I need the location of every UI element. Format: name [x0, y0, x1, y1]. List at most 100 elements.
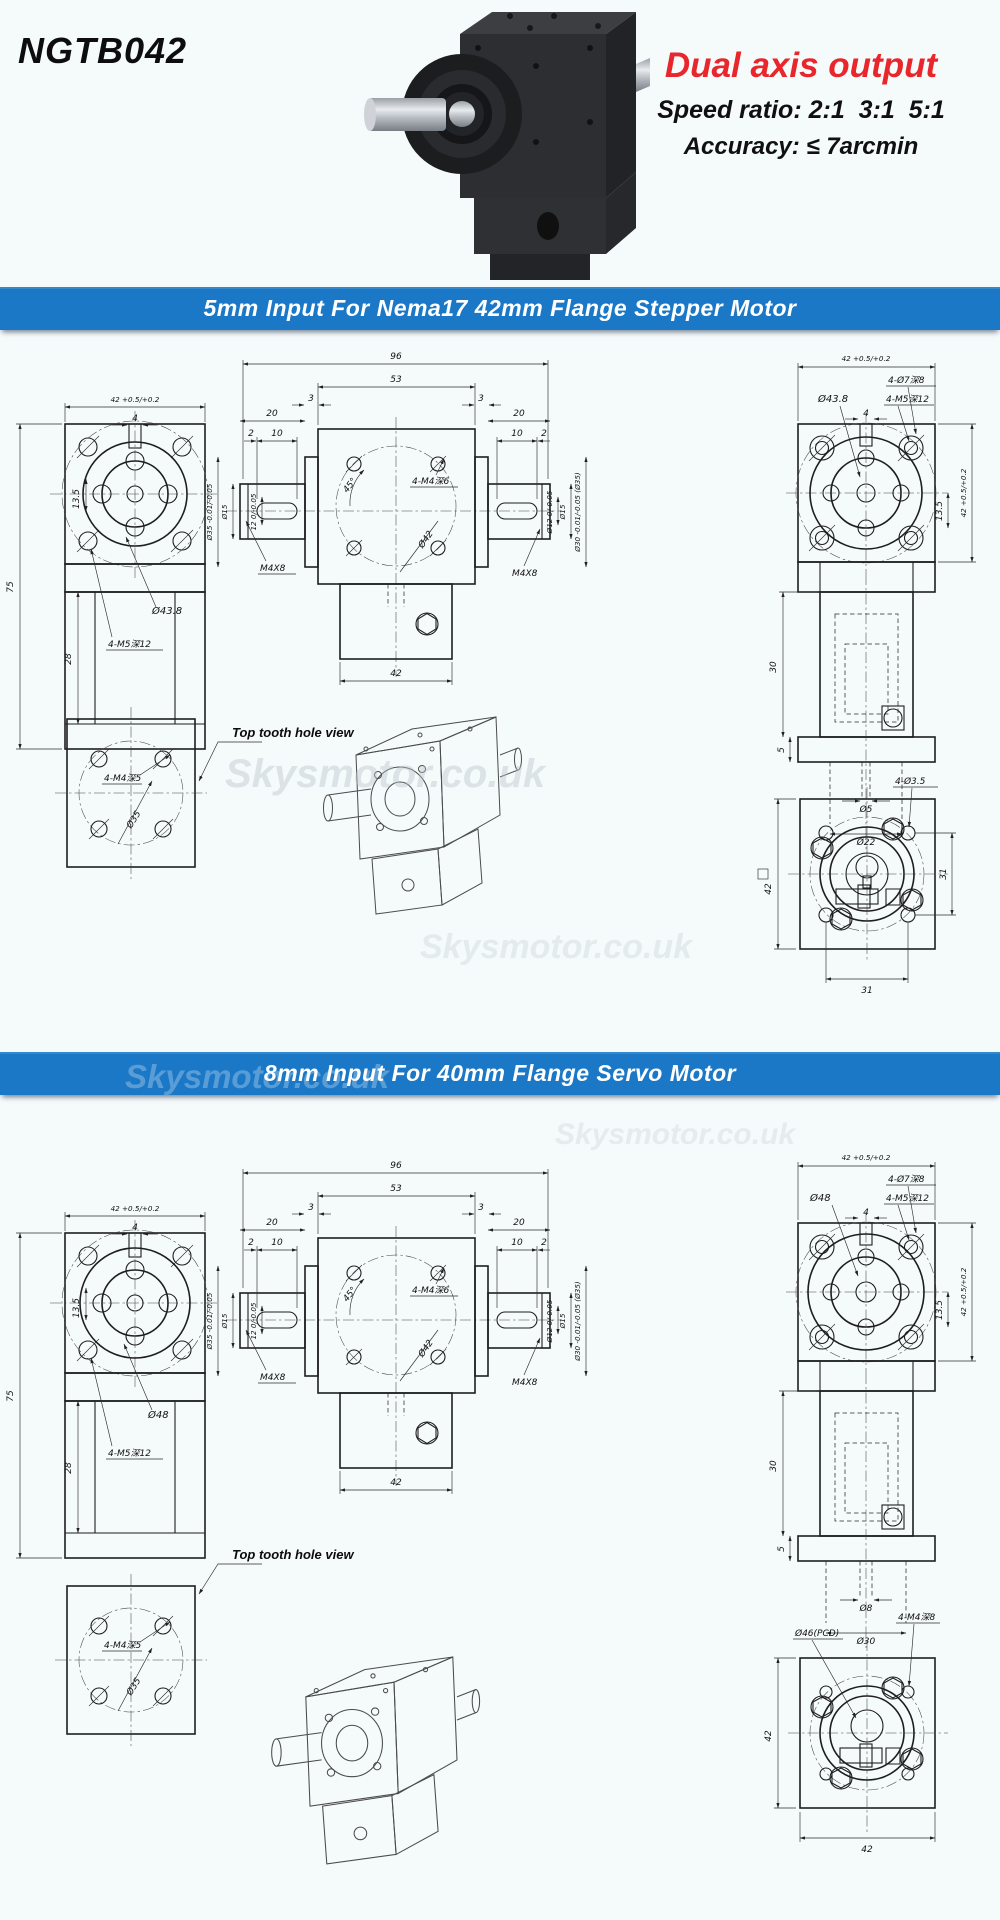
dim-mid-keyoff-l: 2 [248, 429, 254, 439]
right-view: 42 +0.5/+0.2 4-Ø7深8 Ø48 4-M5深12 4 [769, 1153, 976, 1648]
dim-right-hub: Ø30 [856, 1636, 876, 1647]
dim-front-height: 75 [6, 1390, 16, 1402]
label-front-bore: Ø43.8 [151, 605, 182, 617]
dim-right-pitch: 13.5 [935, 501, 945, 521]
output-shaft-left [368, 98, 446, 131]
dim-mid-shaftdia-r2: Ø12 0/-0.05 [545, 490, 554, 534]
label-mid-taps: 4-M4深6 [412, 476, 449, 487]
section1-drawings: 42 +0.5/+0.2 4 13.5 75 [6, 352, 976, 996]
label-plate-taps: 4-M4深5 [104, 1640, 141, 1651]
dim-bottom-width: 42 [861, 1845, 873, 1855]
dim-right-bodyh: 30 [769, 661, 779, 673]
dim-bottom-pitchh: 31 [861, 986, 872, 996]
dim-front-depth: 28 [64, 1462, 74, 1474]
label-mid-tap-r: M4X8 [512, 569, 538, 579]
section1-banner-text: 5mm Input For Nema17 42mm Flange Stepper… [203, 295, 797, 321]
label-mid-pcd: Ø42 [416, 529, 436, 552]
section2-drawings: 42 +0.5/+0.2 4 13.5 75 [6, 1153, 976, 1865]
dim-front-width: 42 +0.5/+0.2 [111, 395, 160, 404]
label-right-bore: Ø43.8 [817, 393, 848, 405]
plate-view: 4-M4深5 Ø35 Top tooth hole view [55, 1547, 354, 1746]
dim-mid-shaft-l: 20 [266, 409, 278, 419]
middle-view: 45° 4-M4深6 Ø42 96 53 3 3 [205, 1161, 588, 1494]
dim-mid-shaft-l: 20 [266, 1218, 278, 1228]
corner-holes [76, 435, 194, 553]
dim-bottom-size: 42 [764, 883, 774, 895]
dim-mid-gap-l: 3 [308, 1203, 314, 1213]
dim-right-width: 42 +0.5/+0.2 [842, 1153, 891, 1162]
dim-mid-body: 53 [390, 375, 402, 385]
dim-right-width: 42 +0.5/+0.2 [842, 354, 891, 363]
label-right-cbores: 4-Ø7深8 [888, 1174, 925, 1185]
promo-highlight: Dual axis output [664, 46, 938, 85]
dim-mid-keyoff-r: 2 [541, 1238, 547, 1248]
label-bottom-holes: 4-Ø3.5 [895, 776, 926, 787]
dim-right-shaft: Ø5 [859, 804, 873, 815]
label-bottom-pcd: Ø46(PCD) [794, 1628, 839, 1639]
dim-mid-keylen-r: 10 [511, 429, 523, 439]
plate-caption: Top tooth hole view [232, 725, 354, 740]
dim-front-width: 42 +0.5/+0.2 [111, 1204, 160, 1213]
dim-right-height: 42 +0.5/+0.2 [959, 468, 968, 517]
label-right-taps: 4-M5深12 [886, 1193, 929, 1204]
dim-right-bodyh: 30 [769, 1460, 779, 1472]
dim-front-pitch: 13.5 [72, 1298, 82, 1318]
right-view: 42 +0.5/+0.2 4-Ø7深8 Ø43.8 4-M5深12 4 [769, 354, 976, 849]
section2-banner-text: 8mm Input For 40mm Flange Servo Motor [263, 1060, 737, 1086]
dim-mid-shaftdia-r: Ø15 [558, 504, 567, 520]
dim-front-depth: 28 [64, 653, 74, 665]
dim-mid-keyh: 12 0/-0.05 [249, 1302, 258, 1339]
promo-speed-ratio: Speed ratio: 2:1 3:1 5:1 [657, 96, 945, 125]
promo-block: Dual axis output Speed ratio: 2:1 3:1 5:… [615, 46, 987, 161]
gearbox-top-face [460, 12, 636, 34]
dim-mid-shaftdia-r: Ø15 [558, 1313, 567, 1329]
label-right-cbores: 4-Ø7深8 [888, 375, 925, 386]
label-front-bore: Ø48 [147, 1409, 169, 1421]
dim-mid-gap-r: 3 [478, 394, 484, 404]
dim-mid-keyoff-l: 2 [248, 1238, 254, 1248]
front-view: 42 +0.5/+0.2 4 13.5 75 [6, 1204, 220, 1559]
bottom-view: Ø46(PCD) 4-M4深8 42 42 [764, 1612, 948, 1855]
label-mid-taps: 4-M4深6 [412, 1285, 449, 1296]
dim-mid-gap-l: 3 [308, 394, 314, 404]
product-photo [364, 12, 650, 280]
isometric-view [323, 716, 522, 915]
section2-banner: 8mm Input For 40mm Flange Servo Motor [0, 1052, 1000, 1095]
plate-caption: Top tooth hole view [232, 1547, 354, 1562]
label-mid-tap-r: M4X8 [512, 1378, 538, 1388]
label-right-taps: 4-M5深12 [886, 394, 929, 405]
label-front-taps: 4-M5深12 [108, 639, 151, 650]
dim-mid-shaftdia-r2: Ø12 0/-0.05 [545, 1299, 554, 1343]
dim-mid-total: 96 [390, 352, 402, 362]
section1-banner: 5mm Input For Nema17 42mm Flange Stepper… [0, 287, 1000, 330]
label-mid-tap-l: M4X8 [260, 1373, 286, 1383]
label-right-bore: Ø48 [809, 1192, 831, 1204]
gearbox-right-face [606, 12, 636, 198]
dim-bottom-size: 42 [764, 1730, 774, 1742]
dim-right-hub: Ø22 [856, 837, 876, 848]
dim-mid-total: 96 [390, 1161, 402, 1171]
bottom-view: 4-Ø3.5 42 31 31 [757, 776, 956, 996]
dim-mid-shaft-r: 20 [513, 1218, 525, 1228]
dim-mid-keylen-l: 10 [271, 1238, 283, 1248]
dim-mid-keylen-r: 10 [511, 1238, 523, 1248]
page-title: NGTB042 [18, 30, 188, 71]
dim-mid-pilot-r: Ø30 -0.01/-0.05 (Ø35) [573, 1281, 582, 1362]
dim-bottom-pitchv: 31 [939, 868, 949, 879]
input-shaft-right [636, 58, 650, 92]
dim-right-height: 42 +0.5/+0.2 [959, 1267, 968, 1316]
dim-right-flanget: 5 [777, 1546, 787, 1552]
dim-mid-base: 42 [390, 1478, 402, 1488]
dim-mid-pilot-l: Ø35 -0.01/-0.05 [205, 1292, 214, 1350]
dim-mid-keyh: 12 0/-0.05 [249, 493, 258, 530]
isometric-view [271, 1656, 481, 1865]
dim-mid-body: 53 [390, 1184, 402, 1194]
dim-mid-shaftdia-l: Ø15 [220, 1313, 229, 1329]
dim-mid-keyoff-r: 2 [541, 429, 547, 439]
middle-view: 45° 4-M4深6 Ø42 96 53 3 [205, 352, 588, 685]
front-view: 42 +0.5/+0.2 4 13.5 75 [6, 395, 220, 750]
dim-front-height: 75 [6, 581, 16, 593]
dim-mid-shaftdia-l: Ø15 [220, 504, 229, 520]
hex-bolts [810, 817, 924, 931]
